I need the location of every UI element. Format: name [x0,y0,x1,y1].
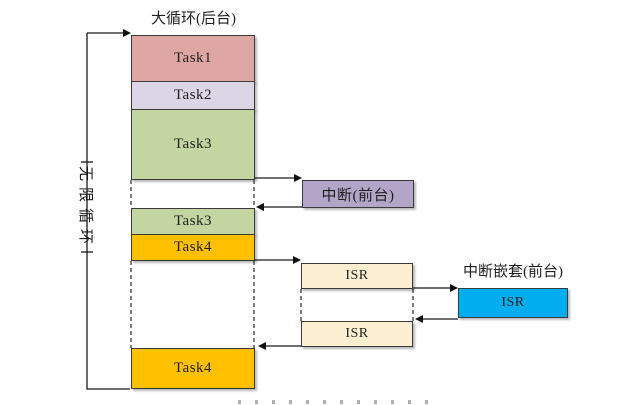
bottom-caption-cropped [238,400,430,404]
task1-box: Task1 [131,35,255,82]
nested-isr-box: ISR [458,288,568,318]
arrowhead-from-interrupt [256,203,264,211]
task4-box-upper: Task4 [131,234,255,261]
arrowhead-loop-entry [123,29,131,37]
arrowhead-to-isr1 [293,256,301,264]
arrowhead-to-nested-isr [450,284,458,292]
isr-box-second: ISR [301,321,413,347]
arrowhead-to-isr2 [415,315,423,323]
interrupt-foreground-box: 中断(前台) [302,180,414,208]
isr-box-first: ISR [301,263,413,289]
infinite-loop-label: 无限循环 [77,165,93,250]
task3-box-upper: Task3 [131,109,255,180]
nested-interrupt-title: 中断嵌套(前台) [463,264,563,280]
background-loop-title: 大循环(后台) [151,11,236,27]
task2-box: Task2 [131,81,255,110]
task4-box-resumed: Task4 [131,348,255,389]
task3-box-resumed: Task3 [131,208,255,235]
arrowhead-back-to-task4 [258,342,266,350]
arrowhead-to-interrupt [294,174,302,182]
